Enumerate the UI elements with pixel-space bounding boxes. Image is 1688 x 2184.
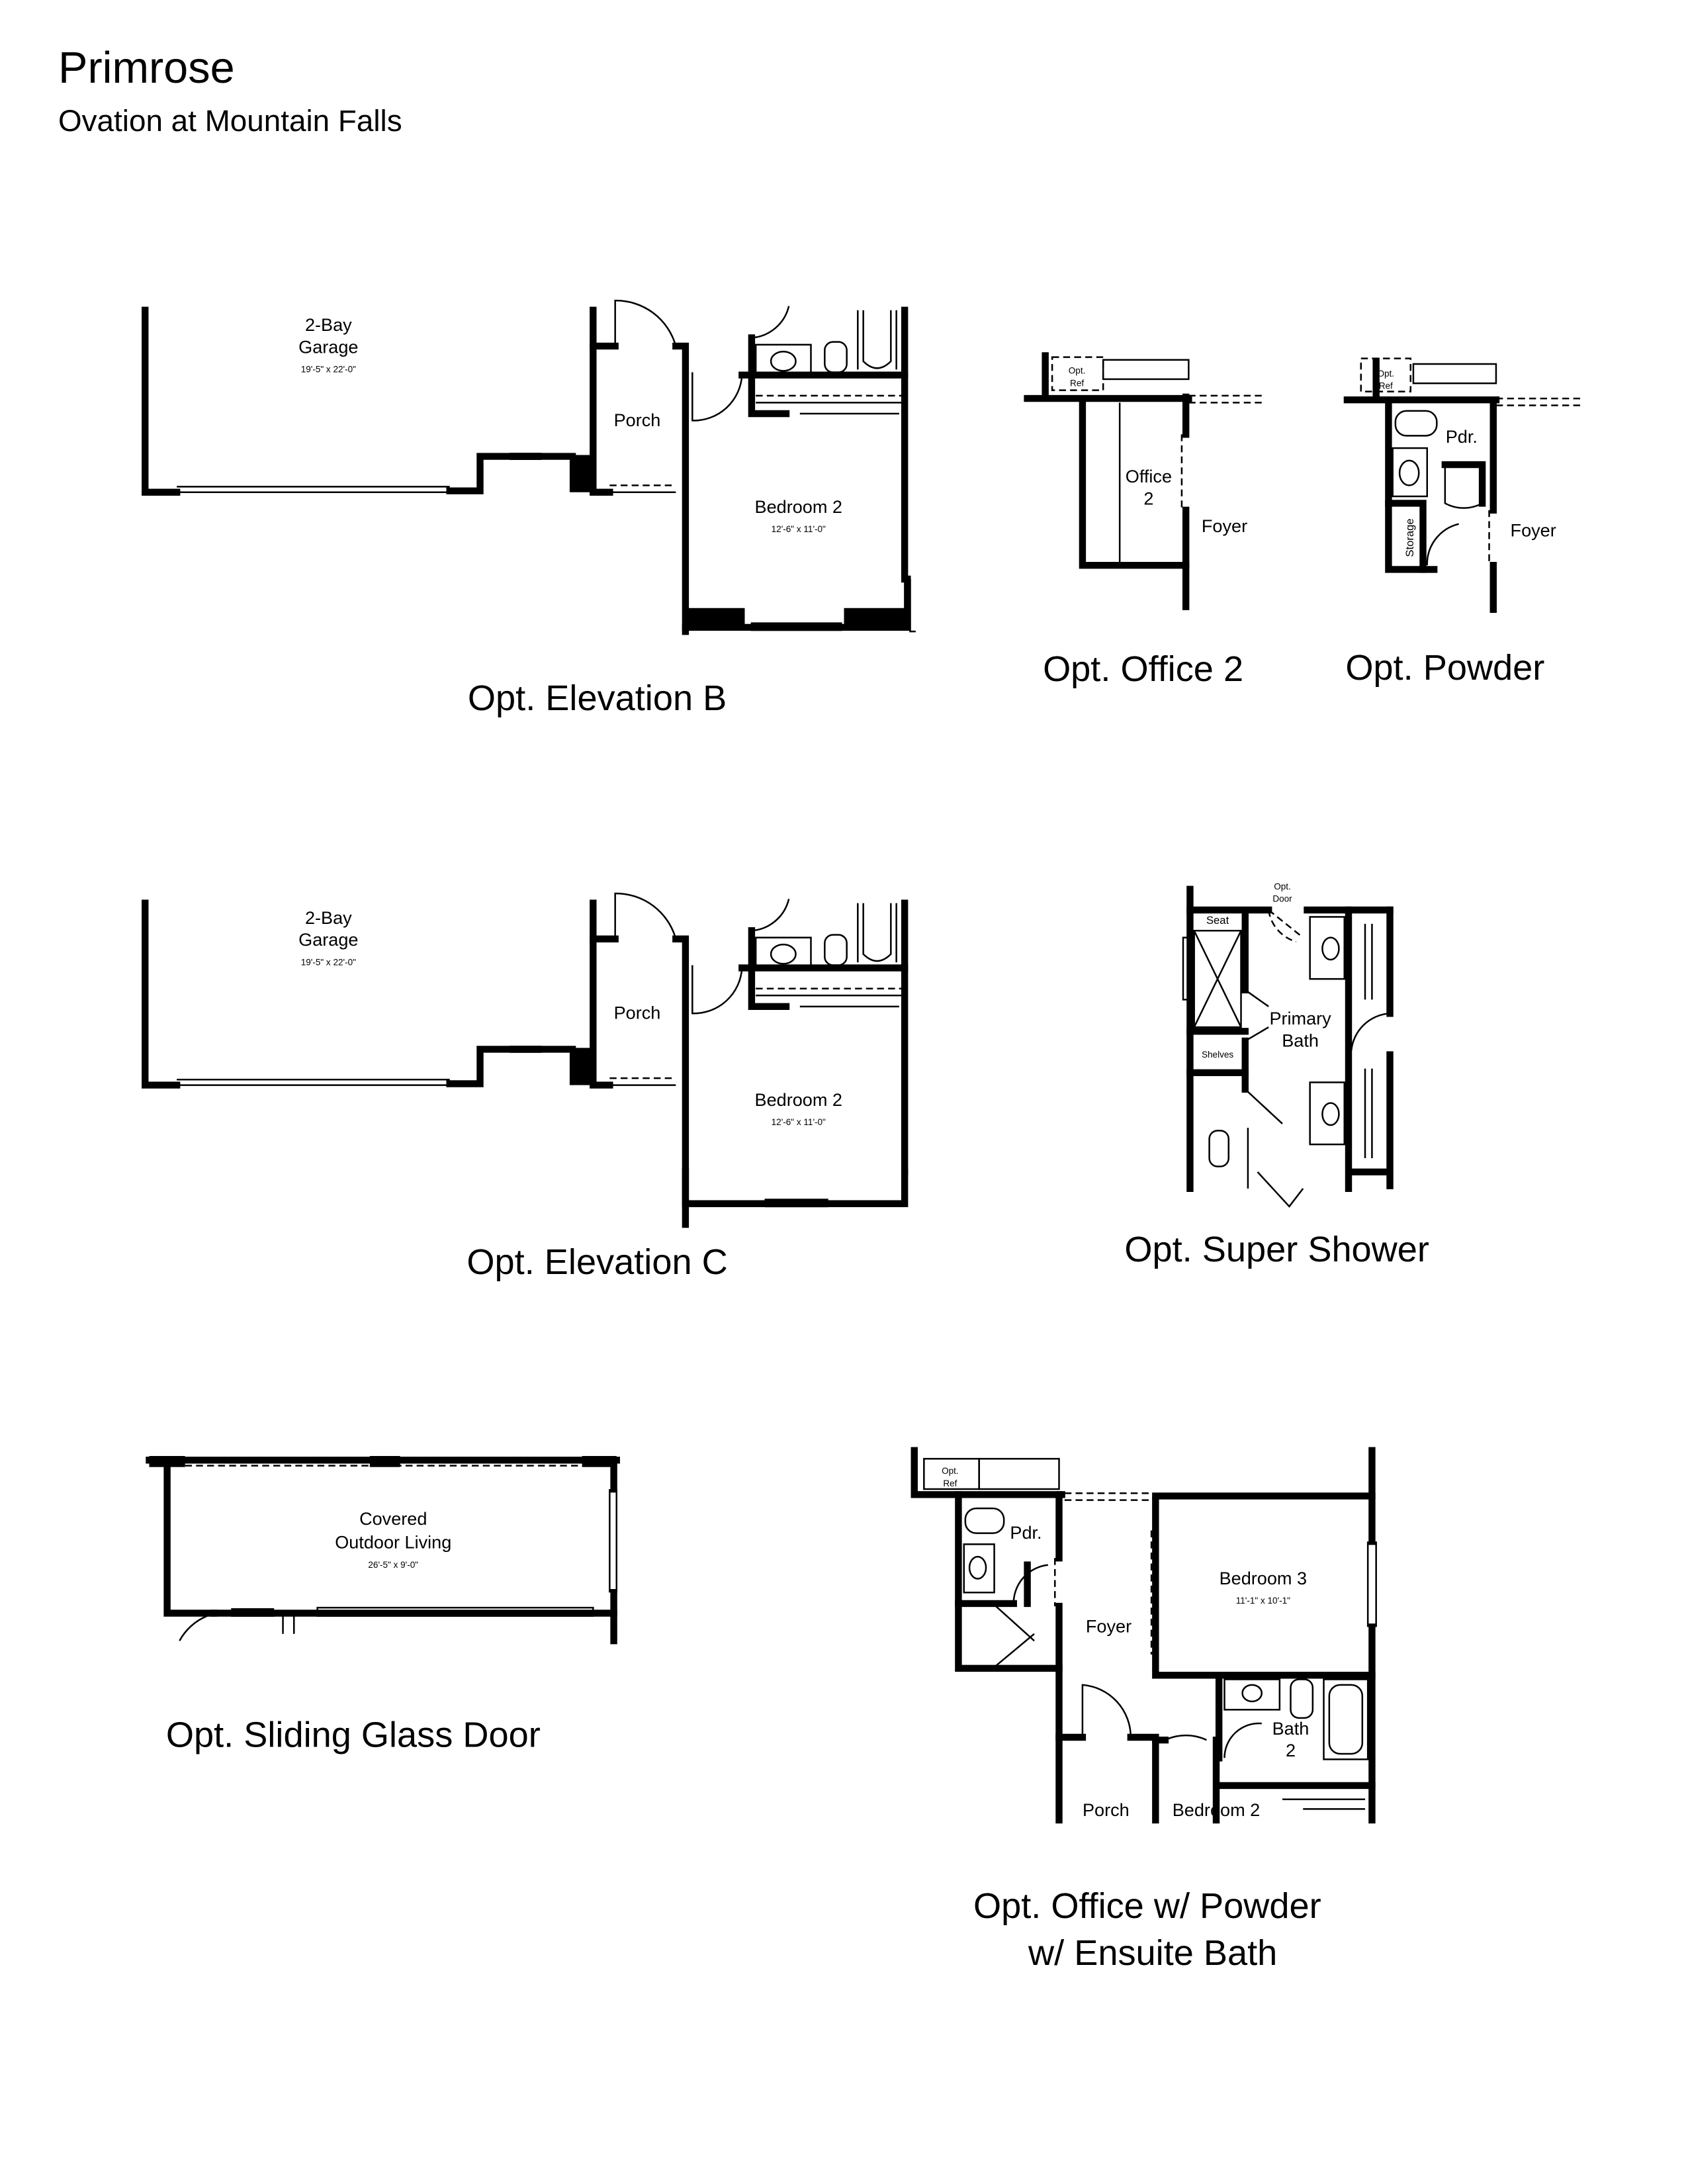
foyer-label: Foyer [1086,1616,1132,1637]
caption-elevation-b: Opt. Elevation B [468,678,727,718]
sliding-door-plan: Covered Outdoor Living 26'-5" x 9'-0" Op… [146,1456,620,1755]
bath-2-label: Bath [1272,1718,1310,1739]
pdr-label: Pdr. [1446,426,1478,447]
opt-door-label: Opt. [1274,882,1291,891]
office-2-plan: Opt. Ref Office 2 Foyer Opt. Office 2 [1024,352,1265,689]
caption-office-2: Opt. Office 2 [1043,649,1243,689]
garage-label: Garage [298,929,358,950]
covered-outdoor-label: Outdoor Living [335,1532,451,1553]
covered-outdoor-dims: 26'-5" x 9'-0" [368,1560,418,1570]
shelves-label: Shelves [1202,1050,1233,1060]
plan-subtitle: Ovation at Mountain Falls [58,104,402,138]
bedroom-dims: 12'-6" x 11'-0" [772,1117,826,1127]
porch-label: Porch [614,410,661,430]
covered-outdoor-label: Covered [359,1508,427,1529]
pdr-label: Pdr. [1010,1522,1042,1543]
foyer-label: Foyer [1202,516,1247,536]
porch-label: Porch [614,1003,661,1023]
caption-office-powder: Opt. Office w/ Powder [973,1886,1321,1926]
opt-ref-label: Ref [943,1479,957,1488]
seat-label: Seat [1206,914,1229,927]
bedroom-dims: 12'-6" x 11'-0" [772,524,826,534]
caption-office-powder: w/ Ensuite Bath [1028,1933,1277,1973]
bedroom-2-label: Bedroom 2 [1173,1799,1260,1820]
opt-ref-label: Ref [1379,381,1393,391]
office-powder-ensuite-plan: Opt. Ref Pdr. Foyer Bedroom 3 11'-1" x 1… [911,1447,1377,1973]
garage-dims: 19'-5" x 22'-0" [301,365,356,375]
plan-title: Primrose [58,44,235,93]
caption-elevation-c: Opt. Elevation C [466,1242,727,1282]
opt-ref-label: Opt. [942,1466,959,1476]
garage-dims: 19'-5" x 22'-0" [301,957,356,967]
elevation-b-plan: 2-Bay Garage 19'-5" x 22'-0" Porch Bedro… [145,300,916,718]
office-label: Office [1126,466,1172,486]
powder-plan: Opt. Ref Pdr. Storage Foyer Opt. Powder [1343,357,1582,688]
primary-bath-label: Bath [1282,1030,1319,1050]
super-shower-plan: Opt. Door Seat Shelves Primary Bath Opt.… [1124,882,1429,1269]
bedroom-label: Bedroom 2 [755,496,842,517]
caption-powder: Opt. Powder [1345,648,1544,688]
opt-door-label: Door [1272,894,1292,904]
bedroom-3-label: Bedroom 3 [1220,1568,1307,1588]
caption-sliding-door: Opt. Sliding Glass Door [166,1715,541,1755]
primary-bath-label: Primary [1269,1008,1331,1028]
office-label: 2 [1143,488,1153,509]
storage-label: Storage [1403,518,1416,557]
foyer-label: Foyer [1511,520,1556,540]
bedroom-3-dims: 11'-1" x 10'-1" [1236,1596,1290,1606]
opt-ref-label: Ref [1070,378,1084,388]
opt-ref-label: Opt. [1377,369,1394,379]
opt-ref-label: Opt. [1069,366,1086,376]
caption-super-shower: Opt. Super Shower [1124,1230,1429,1269]
bedroom-label: Bedroom 2 [755,1089,842,1110]
bath-2-label: 2 [1286,1740,1296,1760]
garage-label: Garage [298,336,358,357]
porch-label: Porch [1083,1799,1130,1820]
elevation-c-plan: 2-Bay Garage 19'-5" x 22'-0" Porch Bedro… [145,893,909,1282]
garage-label: 2-Bay [305,907,352,928]
garage-label: 2-Bay [305,314,352,335]
